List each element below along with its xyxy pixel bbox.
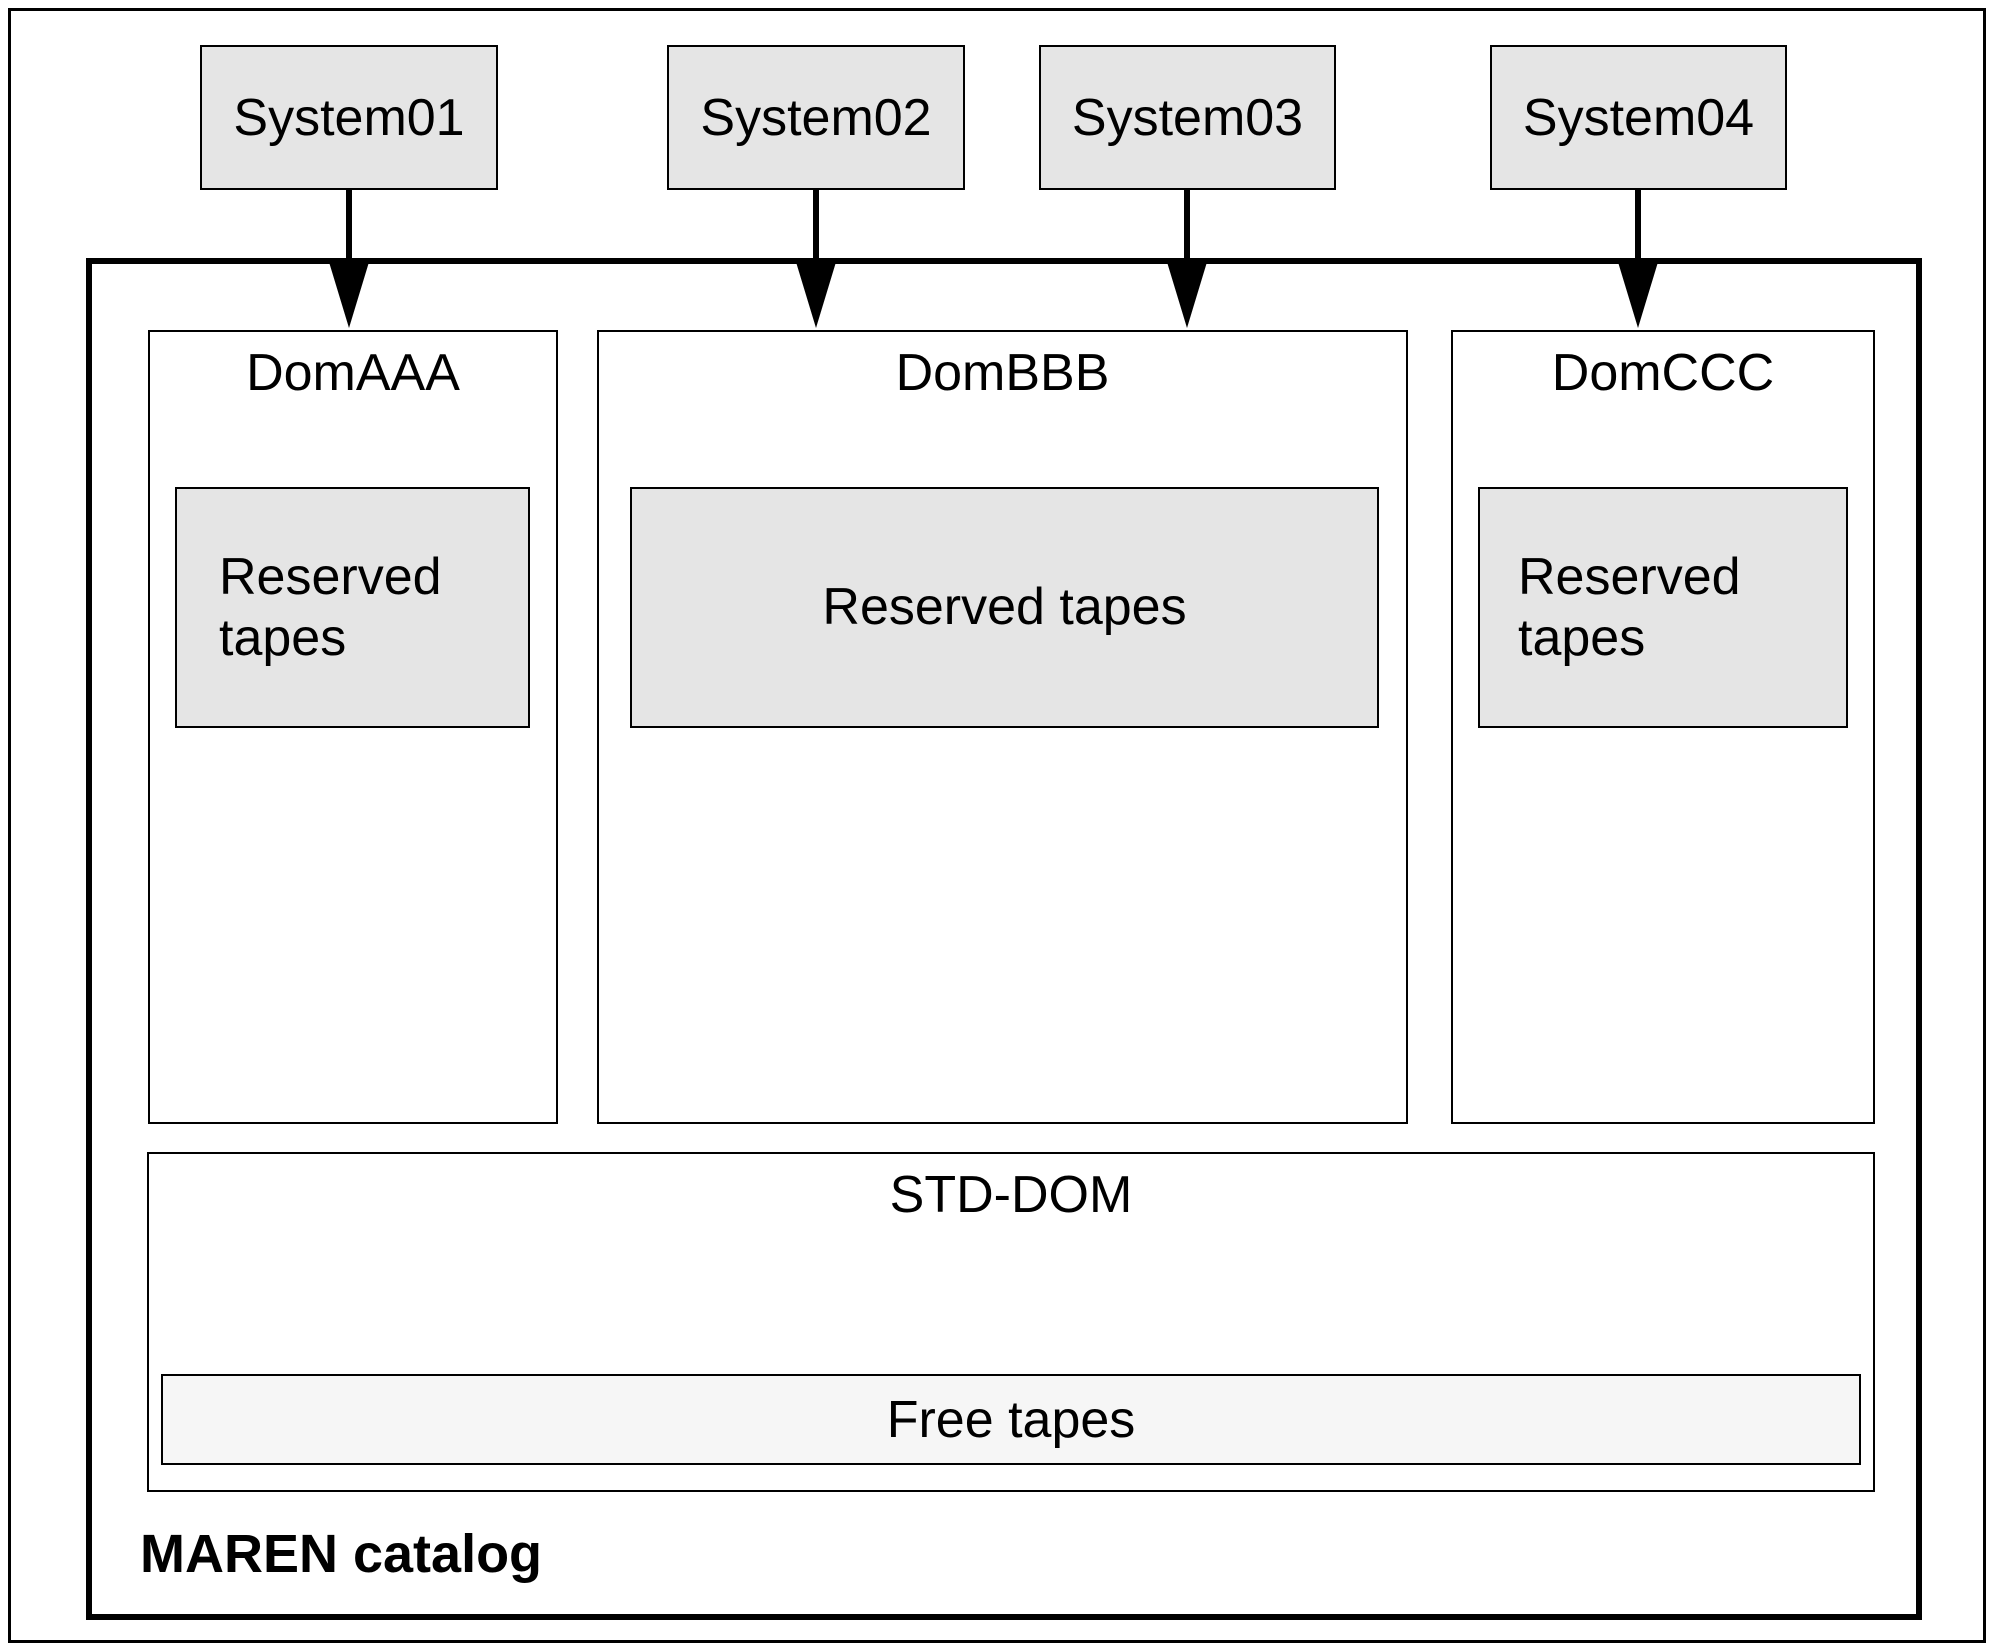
domain-title-dombbb: DomBBB	[895, 344, 1110, 402]
reserved-tapes-label: Reserved tapes	[1518, 548, 1741, 667]
system-box-system04: System04	[1490, 45, 1787, 190]
maren-catalog-label: MAREN catalog	[140, 1524, 543, 1584]
reserved-tapes-label: Reserved tapes	[822, 578, 1187, 637]
system-label: System03	[1071, 88, 1304, 147]
free-tapes-bar: Free tapes	[161, 1374, 1861, 1465]
reserved-tapes-box-dombbb: Reserved tapes	[630, 487, 1379, 728]
system-box-system01: System01	[200, 45, 498, 190]
free-tapes-label: Free tapes	[886, 1390, 1136, 1449]
domain-title-domaaa: DomAAA	[246, 344, 460, 402]
domain-title-domccc: DomCCC	[1551, 344, 1775, 402]
system-label: System01	[233, 88, 465, 147]
reserved-tapes-box-domccc: Reserved tapes	[1478, 487, 1848, 728]
system-label: System02	[700, 88, 932, 147]
outer-frame	[8, 8, 1986, 1643]
system-box-system03: System03	[1039, 45, 1336, 190]
reserved-tapes-label: Reserved tapes	[219, 548, 442, 667]
system-box-system02: System02	[667, 45, 965, 190]
std-dom-title: STD-DOM	[889, 1166, 1133, 1224]
system-label: System04	[1522, 88, 1755, 147]
reserved-tapes-box-domaaa: Reserved tapes	[175, 487, 530, 728]
